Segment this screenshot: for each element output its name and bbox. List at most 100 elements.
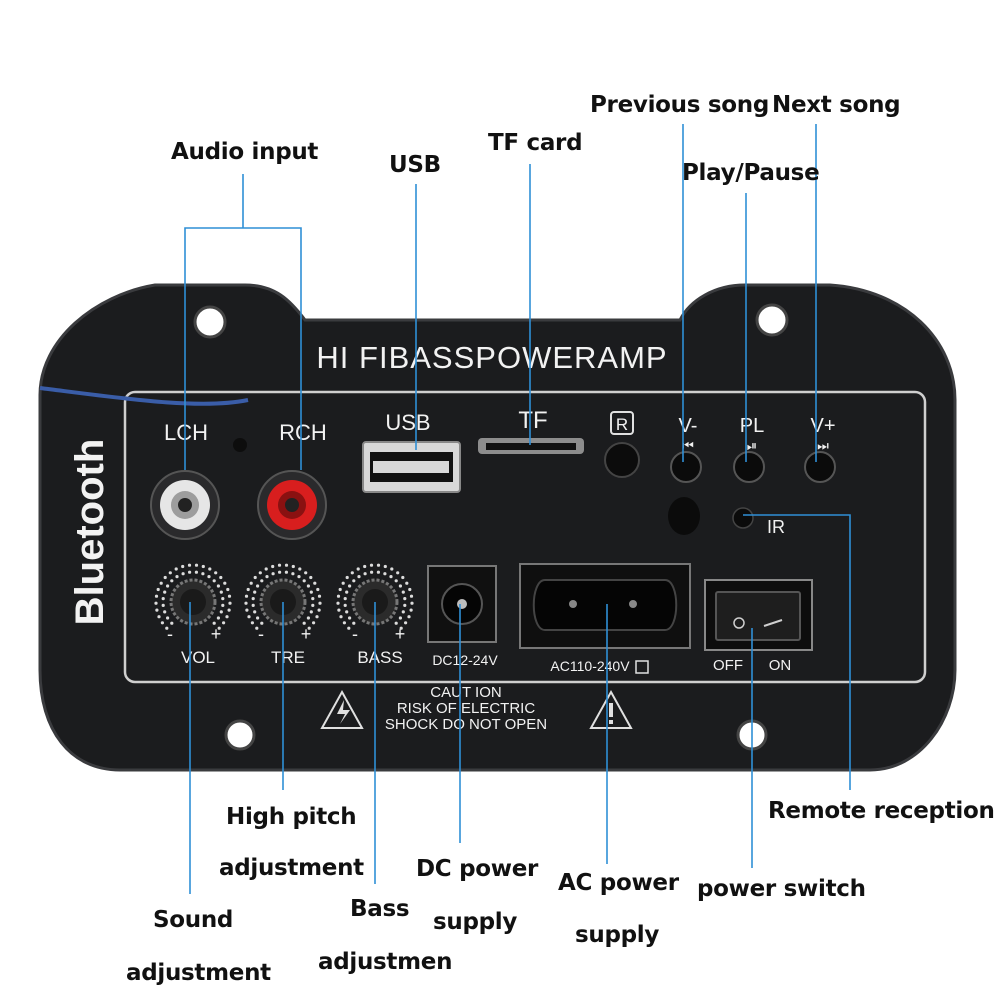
mount-hole-bl — [224, 719, 256, 751]
knob-ring-dot — [250, 621, 254, 625]
knob-ring-dot — [311, 597, 315, 601]
knob-ring-dot — [155, 608, 159, 612]
mount-hole-tr — [755, 303, 789, 337]
knob-ring-dot — [410, 601, 414, 605]
rca-right-jack[interactable] — [257, 470, 327, 540]
knob-ring-dot — [181, 564, 185, 569]
next-song-button[interactable] — [804, 451, 836, 483]
knob-ring-dot — [165, 626, 169, 630]
knob-ring-dot — [253, 575, 257, 580]
knob-ring-dot — [265, 575, 269, 579]
callout-sound-line2: adjustment — [126, 960, 271, 986]
knob-ring-dot — [222, 621, 226, 625]
knob-ring-dot — [168, 571, 172, 575]
knob-ring-dot — [225, 615, 229, 619]
ac-label-box — [635, 660, 649, 674]
knob-ring-dot — [271, 564, 275, 569]
label-prev-glyph: ⏮ — [682, 438, 694, 453]
knob-ring-dot — [383, 572, 387, 576]
knob-ring-dot — [409, 608, 413, 612]
knob-ring-dot — [226, 587, 230, 592]
knob-ring-dot — [313, 581, 317, 585]
knob-ring-dot — [363, 572, 367, 576]
knob-ring-dot — [256, 616, 260, 620]
knob-ring-dot — [245, 608, 249, 612]
knob-ring-dot — [163, 575, 167, 580]
callout-lines — [184, 124, 851, 894]
knob-ring-dot — [221, 603, 225, 608]
label-tre: TRE — [271, 648, 305, 667]
tre-plus: + — [301, 624, 312, 644]
knob-ring-dot — [312, 621, 316, 625]
knob-ring-dot — [318, 601, 322, 605]
knob-ring-dot — [343, 603, 347, 608]
knob-ring-dot — [347, 626, 351, 630]
knob-ring-dot — [260, 579, 264, 583]
knob-ring-dot — [408, 587, 412, 592]
r-badge — [610, 411, 634, 435]
knob-ring-dot — [316, 587, 320, 592]
knob-ring-dot — [403, 597, 407, 601]
knob-ring-dot — [251, 603, 255, 608]
knob-ring-dot — [212, 621, 216, 625]
knob-ring-dot — [154, 601, 158, 605]
knob-ring-dot — [251, 597, 255, 601]
label-lch: LCH — [164, 420, 208, 445]
callout-audio-input: Audio input — [171, 139, 319, 165]
knob-ring-dot — [309, 610, 313, 614]
previous-song-button[interactable] — [670, 451, 702, 483]
knob-ring-dot — [174, 567, 178, 571]
knob-ring-dot — [181, 572, 185, 576]
tf-card-slot[interactable] — [478, 438, 584, 454]
knob-ring-dot — [309, 575, 313, 580]
callout-previous-song: Previous song — [590, 92, 769, 118]
knob-ring-dot — [247, 615, 251, 619]
knob-ring-dot — [175, 575, 179, 579]
power-rocker-switch[interactable] — [704, 579, 813, 651]
brand-title: HI FIBASSPOWERAMP — [316, 340, 667, 375]
knob-ring-dot — [302, 579, 306, 583]
knob-ring-dot — [214, 571, 218, 575]
knob-ring-dot — [345, 610, 349, 614]
label-off: OFF — [713, 657, 743, 674]
callout-bass-line1: Bass — [350, 896, 410, 922]
knob-ring-dot — [217, 626, 221, 630]
callout-high-pitch-line2: adjustment — [219, 855, 364, 881]
knob-ring-dot — [398, 616, 402, 620]
knob-ring-dot — [363, 564, 367, 569]
knob-ring-dot — [376, 563, 381, 567]
dc-power-jack[interactable] — [427, 565, 497, 643]
callout-ac-power-line1: AC power — [558, 870, 679, 896]
knob-ring-dot — [277, 563, 282, 567]
knob-ring-dot — [284, 563, 289, 567]
knob-ring-dot — [201, 564, 205, 569]
knob-ring-dots — [154, 563, 414, 630]
knob-ring-dot — [315, 615, 319, 619]
knob-ring-dot — [409, 594, 414, 598]
callout-next-song: Next song — [772, 92, 901, 118]
ac-power-socket[interactable] — [519, 563, 691, 649]
knob-ring-dot — [304, 571, 308, 575]
line-remote — [743, 514, 851, 790]
play-pause-button[interactable] — [733, 451, 765, 483]
label-v-minus: V- — [679, 415, 698, 437]
caution-line-3: SHOCK DO NOT OPEN — [385, 716, 547, 733]
knob-ring-dot — [216, 584, 220, 588]
knob-ring-dot — [157, 615, 161, 619]
rca-left-jack[interactable] — [150, 470, 220, 540]
knob-ring-dot — [401, 575, 405, 580]
vol-knob[interactable] — [169, 578, 217, 626]
knob-ring-dot — [348, 584, 352, 588]
knob-ring-dot — [291, 572, 295, 576]
knob-ring-dot — [278, 570, 282, 574]
knob-ring-dot — [306, 584, 310, 588]
knob-ring-dot — [166, 616, 170, 620]
usb-port[interactable] — [362, 441, 461, 493]
knob-ring-dot — [352, 621, 356, 625]
callout-ac-power-line2: supply — [575, 922, 660, 948]
knob-ring-dot — [394, 621, 398, 625]
blue-cable — [39, 386, 249, 406]
knob-ring-dot — [161, 603, 165, 608]
knob-ring-dot — [187, 563, 192, 567]
label-bass: BASS — [357, 648, 402, 667]
